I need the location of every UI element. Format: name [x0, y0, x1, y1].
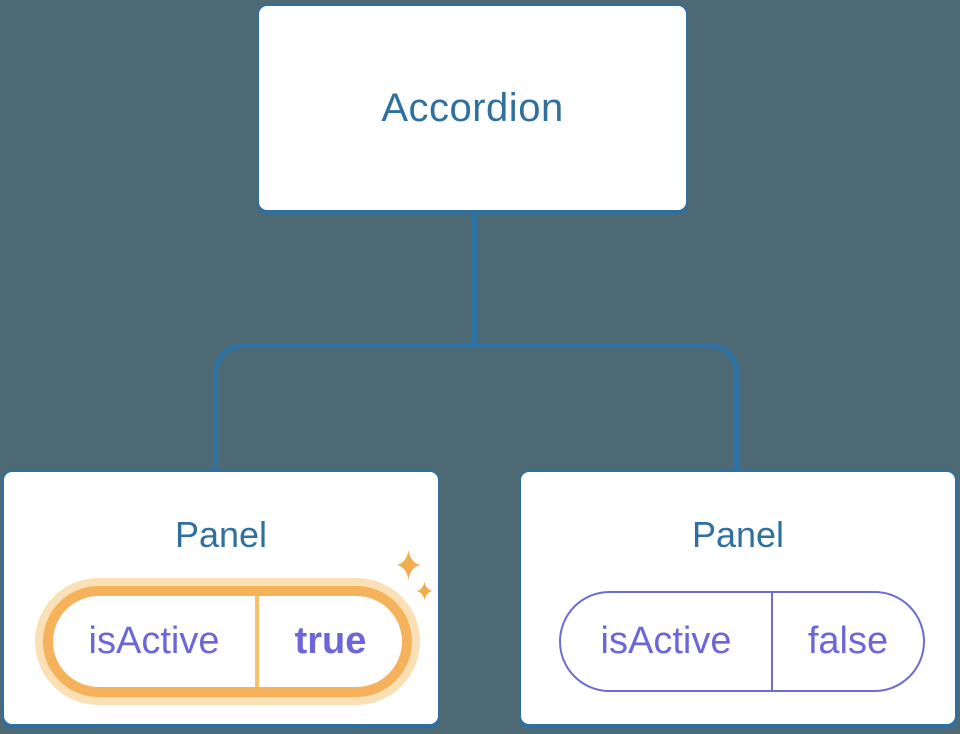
accordion-node: Accordion: [257, 4, 688, 212]
connector-stem: [472, 211, 477, 348]
panel-node-active: Panel isActive true: [2, 470, 440, 726]
panel-title: Panel: [174, 514, 268, 555]
state-value: false: [807, 620, 889, 662]
accordion-node-label: Accordion: [381, 85, 564, 130]
connector-bracket: [213, 343, 739, 472]
state-pill-active: isActive true: [43, 586, 412, 697]
state-key: isActive: [561, 593, 773, 690]
state-value: true: [294, 620, 367, 662]
state-pill-inactive: isActive false: [559, 591, 925, 692]
panel-node-inactive: Panel isActive false: [519, 470, 957, 726]
sparkles-icon: [396, 550, 433, 601]
panel-title: Panel: [691, 514, 785, 555]
state-key: isActive: [53, 596, 259, 687]
